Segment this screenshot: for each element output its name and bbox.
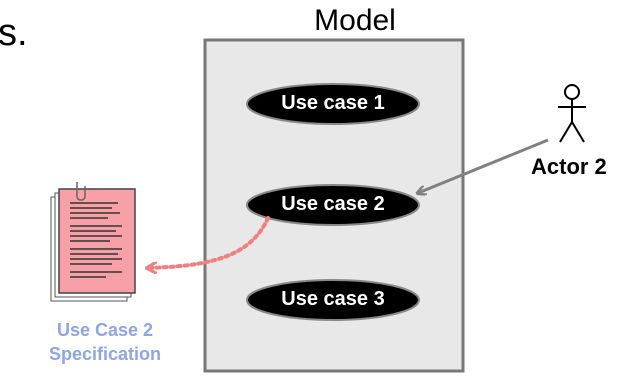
use-case-2-label: Use case 2 [281, 193, 385, 215]
association-arrow [418, 138, 549, 193]
dependency-arrow [148, 216, 270, 268]
document-label-line-1: Use Case 2 [56, 320, 154, 340]
use-case-2-ellipse[interactable] [246, 184, 420, 226]
actor-label: Actor 2 [531, 154, 607, 179]
cut-off-text-fragment: s. [0, 12, 28, 54]
document-stack-icon[interactable] [50, 182, 136, 302]
document-label: Use Case 2 Specification [20, 318, 190, 367]
use-case-3-ellipse[interactable] [246, 279, 420, 321]
use-case-1-ellipse[interactable] [246, 83, 420, 125]
model-title: Model [314, 4, 396, 37]
use-case-3-label: Use case 3 [281, 288, 385, 310]
stick-figure-icon[interactable] [558, 84, 586, 143]
document-label-line-2: Specification [48, 344, 162, 365]
use-case-1-label: Use case 1 [281, 92, 385, 114]
